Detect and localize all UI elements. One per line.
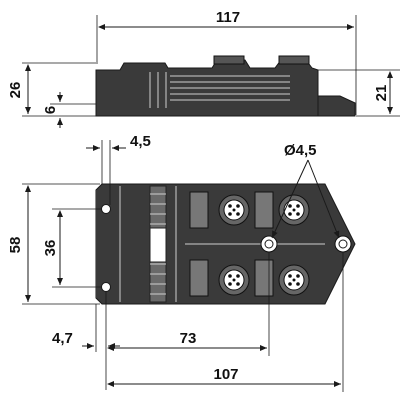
dim-label-4-5: 4,5 (130, 133, 151, 150)
dim-label-diameter: Ø4,5 (284, 142, 317, 159)
dim-label-21: 21 (373, 85, 390, 102)
dim-label-58: 58 (7, 237, 24, 254)
m12-socket-top-left (218, 194, 250, 226)
m12-socket-bottom-right (278, 264, 310, 296)
dim-label-107: 107 (213, 366, 238, 383)
dim-label-26: 26 (7, 82, 24, 99)
dim-label-6: 6 (42, 106, 59, 114)
mounting-hole-right (338, 239, 348, 249)
mounting-hole-center (264, 239, 274, 249)
side-view: 117 26 6 21 (7, 9, 400, 128)
connector-ports (189, 191, 310, 297)
m12-socket-bottom-left (218, 264, 250, 296)
dim-label-4-7: 4,7 (52, 330, 73, 347)
side-foot (317, 95, 356, 117)
mounting-hole-top (101, 204, 111, 214)
m12-socket-top-right (278, 194, 310, 226)
mounting-hole-bottom (101, 282, 111, 292)
top-view: 4,5 Ø4,5 58 36 4,7 73 107 (7, 133, 356, 392)
label-window (149, 227, 167, 263)
dim-label-36: 36 (42, 240, 59, 257)
dim-label-73: 73 (180, 330, 197, 347)
dim-label-117: 117 (216, 9, 240, 26)
